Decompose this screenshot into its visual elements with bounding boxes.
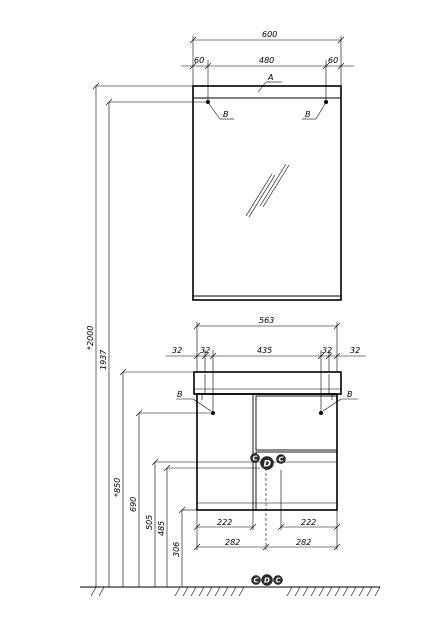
callout-a: A <box>257 73 282 93</box>
callout-b-mirror-left-label: B <box>223 110 229 119</box>
dim-60-480-60: 60 480 60 <box>181 56 354 100</box>
dim-32-435-32: 32 32 435 32 32 <box>166 346 366 415</box>
callout-b-mirror-right-label: B <box>305 110 311 119</box>
connection-markers: C D C <box>155 453 337 470</box>
mirror-mount-right <box>324 100 328 104</box>
marker-c-left <box>250 453 260 463</box>
dim-563-label: 563 <box>259 316 274 325</box>
cabinet-drawer-lower <box>255 451 338 511</box>
mirror-mount-left <box>206 100 210 104</box>
callout-b-cabinet-left-label: B <box>177 390 183 399</box>
dim-563: 563 <box>193 316 341 372</box>
dim-60-left-label: 60 <box>194 56 204 65</box>
callout-a-label: A <box>267 73 273 82</box>
cabinet-mount-left <box>211 411 215 415</box>
dim-bottom: 222 222 282 282 <box>182 470 341 551</box>
mirror <box>192 85 342 301</box>
dim-1937-label: 1937 <box>99 349 108 370</box>
dim-32-inner-right-label: 32 <box>322 346 332 355</box>
floor-marker-c-left <box>251 575 261 585</box>
floor-marker-c-right-label: C <box>276 577 282 585</box>
dim-480-label: 480 <box>259 56 274 65</box>
dim-600-label: 600 <box>262 30 277 39</box>
floor-marker-d <box>261 574 273 586</box>
marker-d-label: D <box>264 460 272 470</box>
dim-32-inner-left-label: 32 <box>200 346 210 355</box>
dim-850-label: *850 <box>113 478 122 497</box>
callout-b-mirror: B B <box>208 103 326 120</box>
dim-32-outer-right-label: 32 <box>350 346 360 355</box>
marker-d <box>260 456 274 470</box>
dim-282-left-label: 282 <box>225 538 240 547</box>
floor-marker-c-left-label: C <box>254 577 260 585</box>
basin-top <box>193 371 342 395</box>
mirror-glare-2b <box>262 164 290 208</box>
mirror-glare-1 <box>245 173 273 217</box>
cabinet-door-left <box>196 393 254 511</box>
mirror-glare-2 <box>259 163 287 207</box>
dim-282-right-label: 282 <box>296 538 311 547</box>
floor-marker-d-label: D <box>264 577 270 585</box>
dim-2000-label: *2000 <box>86 326 95 350</box>
dim-485-label: 485 <box>157 521 166 536</box>
marker-c-right <box>276 454 286 464</box>
cabinet-mount-right <box>319 411 323 415</box>
dim-222-right-label: 222 <box>301 518 316 527</box>
dim-32-outer-left-label: 32 <box>172 346 182 355</box>
floor: C D C <box>80 574 381 597</box>
callout-b-cabinet-right-label: B <box>347 390 353 399</box>
dim-306-label: 306 <box>172 542 181 557</box>
dim-435-label: 435 <box>257 346 272 355</box>
dim-60-right-label: 60 <box>328 56 338 65</box>
marker-c-left-label: C <box>253 455 259 463</box>
cabinet-body <box>196 393 338 550</box>
dim-690-label: 690 <box>129 497 138 512</box>
cabinet-drawer-upper <box>255 395 338 451</box>
mirror-glare-1b <box>248 174 276 218</box>
callout-b-cabinet: B B <box>176 390 358 412</box>
height-dims: *2000 1937 *850 690 505 485 306 <box>86 82 211 587</box>
marker-c-right-label: C <box>279 456 285 464</box>
mirror-frame <box>192 85 342 301</box>
dim-505-label: 505 <box>145 515 154 530</box>
floor-marker-c-right <box>273 575 283 585</box>
dim-222-left-label: 222 <box>217 518 232 527</box>
dim-600: 600 <box>189 30 345 86</box>
